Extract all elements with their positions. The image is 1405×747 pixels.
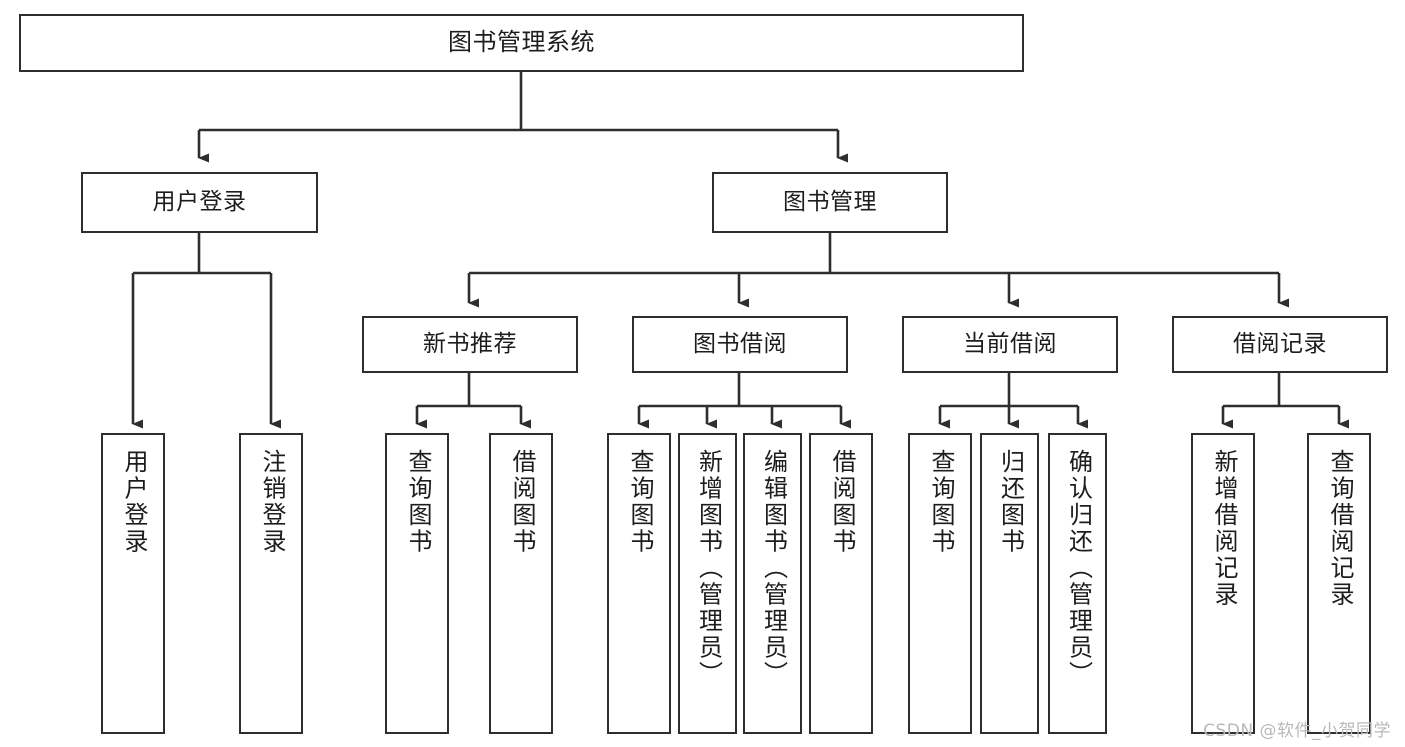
node-book-management[interactable]: 图书管理 xyxy=(712,172,948,233)
node-user-login[interactable]: 用户登录 xyxy=(81,172,318,233)
leaf-edit-book-label: 编辑图书（管理员） xyxy=(759,449,788,688)
leaf-add-record[interactable]: 新增借阅记录 xyxy=(1191,433,1255,734)
leaf-borrow-book-1[interactable]: 借阅图书 xyxy=(489,433,553,734)
node-new-book-recommend-label: 新书推荐 xyxy=(423,331,517,358)
leaf-borrow-book-2[interactable]: 借阅图书 xyxy=(809,433,873,734)
leaf-query-record-label: 查询借阅记录 xyxy=(1325,449,1354,608)
node-current-borrow-label: 当前借阅 xyxy=(963,331,1057,358)
leaf-logout-login-label: 注销登录 xyxy=(257,449,286,555)
node-root-label: 图书管理系统 xyxy=(448,28,595,57)
node-book-borrow[interactable]: 图书借阅 xyxy=(632,316,848,373)
node-book-management-label: 图书管理 xyxy=(783,189,877,216)
leaf-edit-book[interactable]: 编辑图书（管理员） xyxy=(743,433,802,734)
leaf-query-book-1[interactable]: 查询图书 xyxy=(385,433,449,734)
leaf-query-record[interactable]: 查询借阅记录 xyxy=(1307,433,1371,734)
leaf-borrow-book-2-label: 借阅图书 xyxy=(827,449,856,555)
leaf-borrow-book-1-label: 借阅图书 xyxy=(507,449,536,555)
leaf-return-book[interactable]: 归还图书 xyxy=(980,433,1039,734)
leaf-add-book[interactable]: 新增图书（管理员） xyxy=(678,433,737,734)
leaf-confirm-return-label: 确认归还（管理员） xyxy=(1064,449,1093,688)
leaf-return-book-label: 归还图书 xyxy=(996,449,1025,555)
leaf-query-book-3[interactable]: 查询图书 xyxy=(908,433,972,734)
leaf-user-login-label: 用户登录 xyxy=(119,449,148,555)
leaf-confirm-return[interactable]: 确认归还（管理员） xyxy=(1048,433,1107,734)
leaf-query-book-2[interactable]: 查询图书 xyxy=(607,433,671,734)
node-user-login-label: 用户登录 xyxy=(152,189,247,216)
node-current-borrow[interactable]: 当前借阅 xyxy=(902,316,1118,373)
leaf-query-book-3-label: 查询图书 xyxy=(926,449,955,555)
node-book-borrow-label: 图书借阅 xyxy=(693,331,787,358)
csdn-watermark: CSDN @软件_小贺同学 xyxy=(1203,721,1391,741)
leaf-query-book-2-label: 查询图书 xyxy=(625,449,654,555)
node-borrow-record[interactable]: 借阅记录 xyxy=(1172,316,1388,373)
node-borrow-record-label: 借阅记录 xyxy=(1233,331,1327,358)
leaf-logout-login[interactable]: 注销登录 xyxy=(239,433,303,734)
leaf-query-book-1-label: 查询图书 xyxy=(403,449,432,555)
leaf-add-record-label: 新增借阅记录 xyxy=(1209,449,1238,608)
node-root[interactable]: 图书管理系统 xyxy=(19,14,1024,72)
node-new-book-recommend[interactable]: 新书推荐 xyxy=(362,316,578,373)
leaf-add-book-label: 新增图书（管理员） xyxy=(694,449,723,688)
leaf-user-login[interactable]: 用户登录 xyxy=(101,433,165,734)
